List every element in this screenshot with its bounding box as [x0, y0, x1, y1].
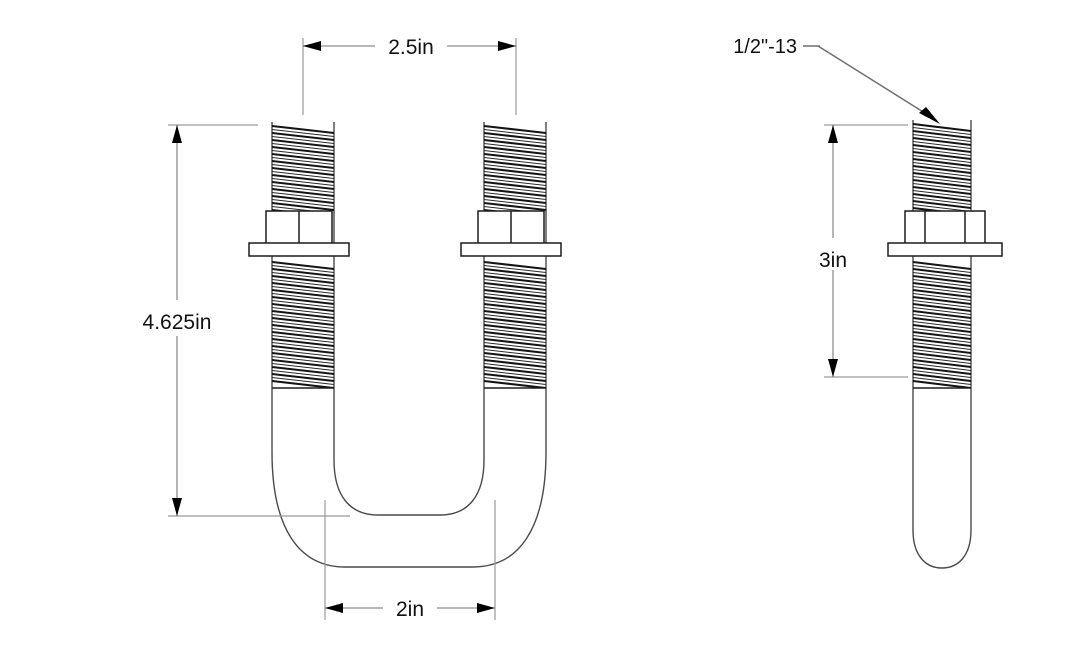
thread-spec-callout: 1/2"-13: [733, 36, 940, 124]
left-leg-upper-threads: [272, 124, 334, 212]
ubend-outer-contour: [271, 122, 547, 568]
callout-arrowhead: [919, 107, 940, 124]
side-rod-outline: [912, 120, 972, 569]
side-lower-threads: [913, 260, 971, 388]
side-washer: [887, 242, 1003, 257]
right-leg-lower-threads: [484, 260, 546, 388]
front-view-ubend: [271, 122, 547, 568]
dimension-side-height: 3in: [819, 124, 908, 378]
ubend-inner-contour: [333, 122, 485, 516]
right-leg-upper-threads: [484, 124, 546, 212]
side-threaded-rod: [913, 122, 971, 389]
dimension-bottom-width: 2in: [324, 500, 496, 621]
arrow-top-right: [498, 41, 516, 51]
thread-spec-label: 1/2"-13: [733, 36, 797, 58]
dimension-top-width: 2.5in: [302, 36, 517, 115]
right-washer: [460, 242, 562, 257]
dimension-label-top-width: 2.5in: [388, 36, 434, 59]
left-hex-nut: [265, 210, 333, 246]
dimension-label-left-height: 4.625in: [143, 311, 212, 334]
left-leg-lower-threads: [272, 260, 334, 388]
left-washer: [248, 242, 350, 257]
callout-leader-diagonal: [817, 45, 937, 121]
arrow-left-bottom: [172, 498, 182, 516]
dimension-left-height: 4.625in: [143, 124, 350, 517]
dimension-label-side-height: 3in: [819, 249, 847, 272]
arrow-side-top: [828, 125, 838, 143]
left-threaded-leg: [272, 124, 334, 389]
arrow-bottom-left: [325, 603, 343, 613]
side-upper-threads: [913, 122, 971, 212]
right-hex-nut: [477, 210, 545, 246]
right-threaded-leg: [484, 124, 546, 389]
arrow-bottom-right: [477, 603, 495, 613]
arrow-left-top: [172, 125, 182, 143]
arrow-top-left: [303, 41, 321, 51]
side-hex-nut: [904, 210, 986, 246]
side-view-rod: [912, 120, 972, 569]
dimension-label-bottom-width: 2in: [396, 598, 424, 621]
arrow-side-bottom: [828, 359, 838, 377]
